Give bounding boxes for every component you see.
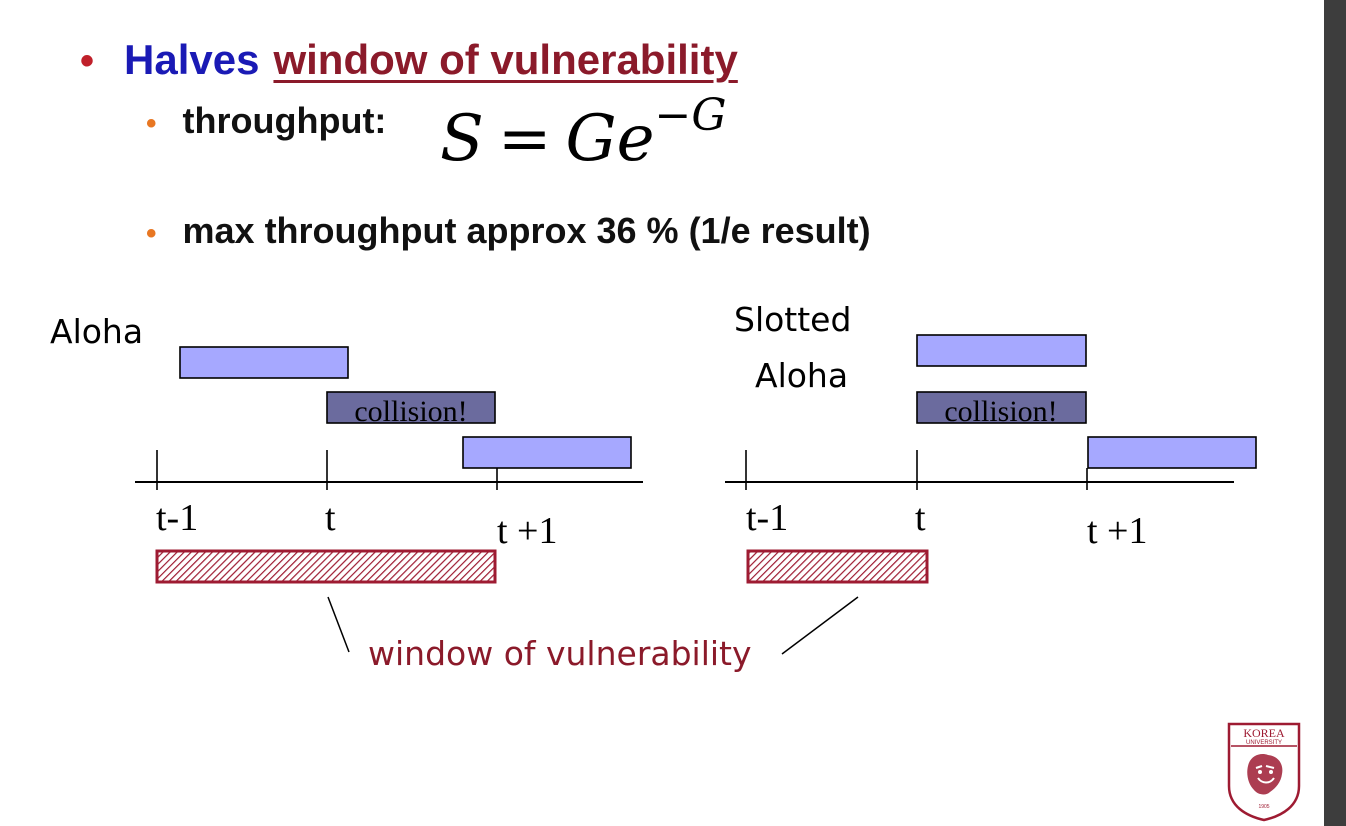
korea-university-logo: KOREA UNIVERSITY 1905 — [1227, 722, 1301, 822]
logo-text-top: KOREA — [1243, 726, 1285, 740]
slotted-frame-top — [916, 334, 1087, 367]
bullet-dot: • — [80, 39, 95, 83]
aloha-tick-label-2: t — [325, 497, 336, 539]
tiger-icon — [1247, 754, 1283, 795]
bullet-window-of-vulnerability: window of vulnerability — [273, 36, 738, 83]
formula-lhs: S — [440, 102, 484, 176]
aloha-tick-label-3: t +1 — [497, 510, 558, 552]
slotted-pointer-line — [781, 596, 859, 655]
throughput-bullet: • throughput: — [146, 100, 386, 142]
aloha-frame-top — [179, 346, 349, 379]
main-bullet: • Halves window of vulnerability — [80, 36, 738, 84]
aloha-label: Aloha — [50, 312, 144, 351]
slotted-frame-bottom — [1087, 436, 1257, 469]
slotted-vulnerability-window — [746, 549, 929, 584]
window-of-vulnerability-label: window of vulnerability — [368, 634, 752, 673]
aloha-collision-frame — [326, 391, 496, 424]
throughput-formula: S=Ge−G — [440, 90, 726, 176]
logo-text-bottom: UNIVERSITY — [1246, 740, 1282, 746]
slotted-collision-label: collision! — [944, 395, 1057, 428]
bullet-dot: • — [146, 107, 157, 140]
throughput-label: throughput: — [182, 100, 387, 141]
aloha-collision-label: collision! — [354, 395, 467, 428]
logo-year: 1905 — [1258, 804, 1269, 810]
bullet-dot: • — [146, 217, 157, 250]
aloha-pointer-line — [327, 596, 350, 653]
aloha-frame-bottom — [462, 436, 632, 469]
slotted-label-line2: Aloha — [755, 356, 849, 395]
formula-rhs: Ge — [565, 102, 655, 176]
aloha-vulnerability-window — [155, 549, 497, 584]
aloha-tick-label-1: t-1 — [156, 497, 198, 539]
slotted-tick-label-2: t — [915, 497, 926, 539]
scrollbar[interactable] — [1324, 0, 1346, 826]
slotted-tick-label-1: t-1 — [746, 497, 788, 539]
formula-eq: = — [497, 102, 552, 176]
slotted-tick-label-3: t +1 — [1087, 510, 1148, 552]
max-throughput-bullet: • max throughput approx 36 % (1/e result… — [146, 210, 871, 252]
bullet-halves: Halves — [124, 36, 260, 83]
slotted-collision-frame — [916, 391, 1087, 424]
max-throughput-text: max throughput approx 36 % (1/e result) — [182, 210, 871, 251]
slotted-label-line1: Slotted — [734, 300, 852, 339]
formula-exponent: −G — [654, 90, 727, 141]
